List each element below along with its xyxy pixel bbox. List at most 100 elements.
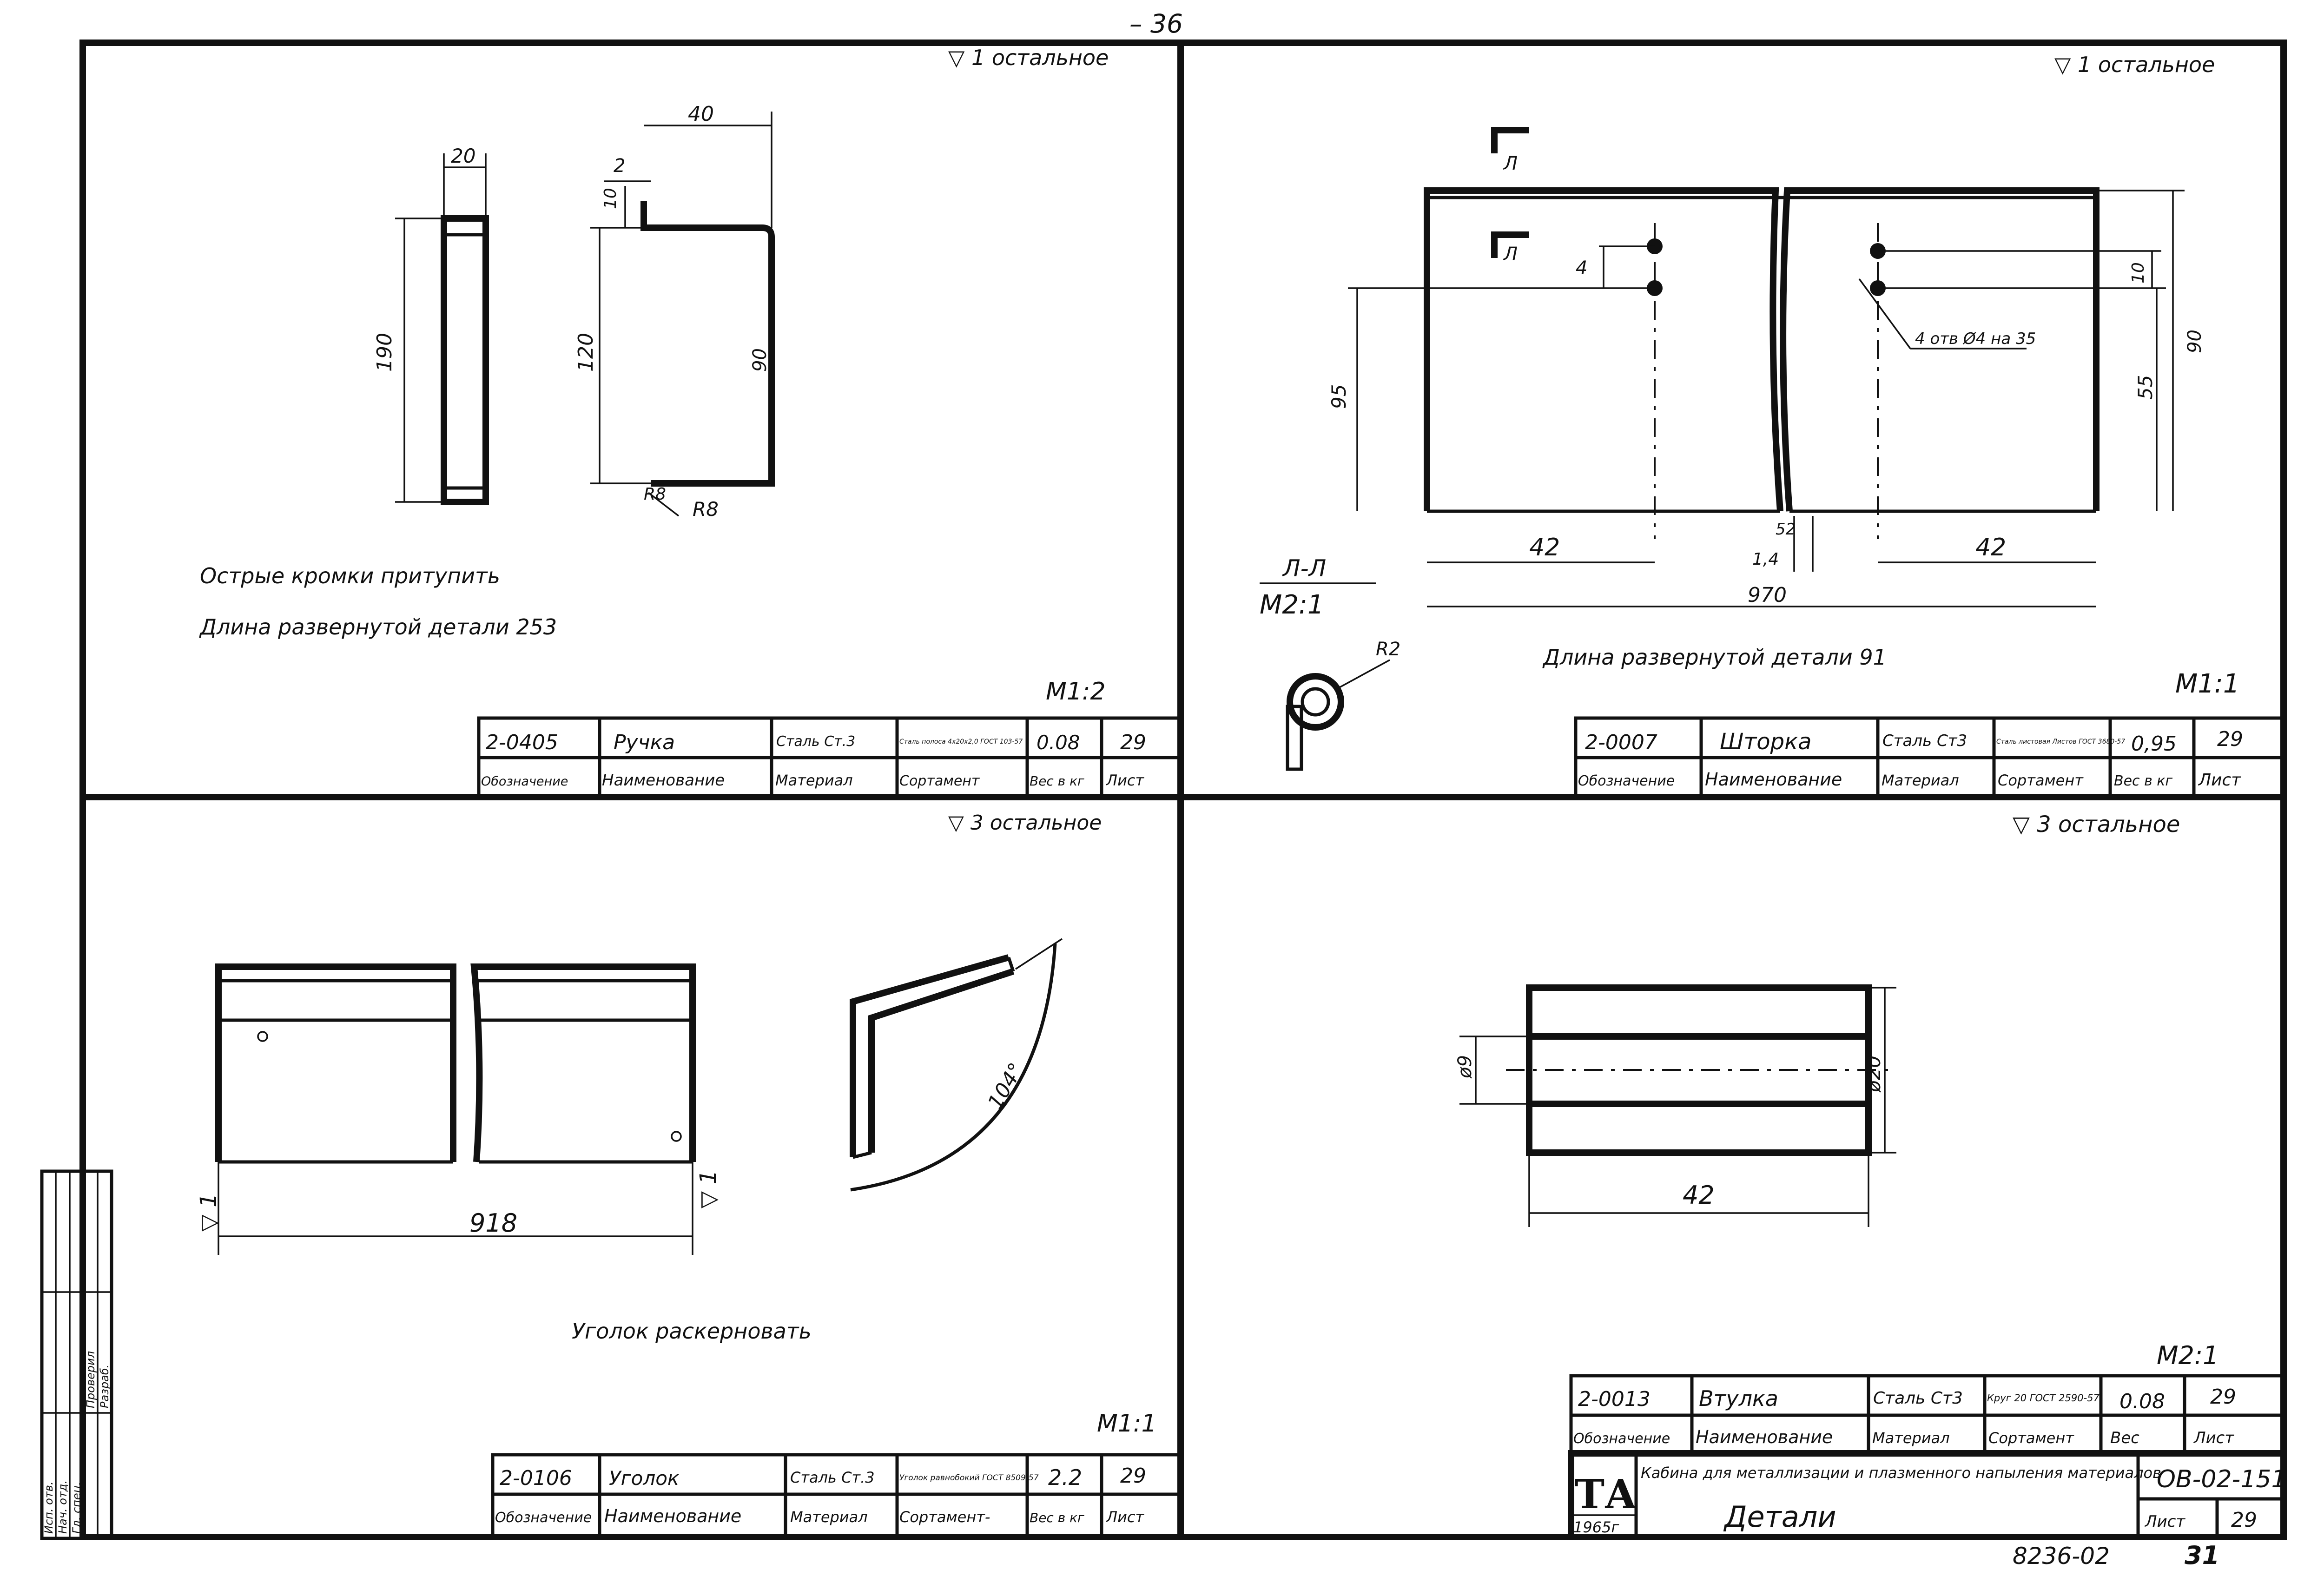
handle-roughness: ▽ 1 остальное [948,45,1109,70]
curtain-table-assortment: Сталь листовая Листов ГОСТ 3680-57 [1996,738,2125,745]
curtain-dim-90: 90 [2184,330,2205,353]
curtain-hole-callout: 4 отв Ø4 на 35 [1915,330,2036,348]
margin-stamp-3: Гл. спец. [70,1482,83,1534]
curtain-dim-42-left: 42 [1529,534,1560,561]
curtain-scale: М1:1 [2175,669,2239,699]
angle-table-material: Сталь Ст.3 [790,1469,875,1486]
bushing-table-material: Сталь Ст3 [1873,1389,1963,1408]
angle-table-name: Уголок [609,1467,680,1490]
angle-body-right [470,963,696,1162]
handle-dim-10: 10 [601,188,620,209]
curtain-roughness: ▽ 1 остальное [2054,52,2215,77]
handle-table-number: 2-0405 [486,731,558,754]
angle-th-4: Сортамент- [899,1508,990,1526]
curtain-dim-970: 970 [1748,583,1787,607]
handle-dim-90: 90 [749,348,771,372]
title-code: ОВ-02-151 [2157,1465,2287,1493]
angle-note: Уголок раскерновать [572,1319,812,1344]
panel-handle: ▽ 1 остальное 20 190 40 2 10 120 90 [199,45,1182,799]
curtain-plate-right [1780,187,2100,512]
curtain-th-2: Наименование [1705,769,1842,790]
angle-spec-table: 2-0106 Уголок Сталь Ст.3 Уголок равнобок… [491,1453,1182,1539]
angle-th-1: Обозначение [495,1510,592,1526]
handle-th-5: Вес в кг [1030,773,1084,789]
handle-table-name: Ручка [614,731,675,754]
handle-dim-40: 40 [688,102,714,126]
angle-th-3: Материал [790,1508,868,1526]
bushing-dim-42: 42 [1683,1181,1715,1210]
margin-stamp-4: Проверил [84,1351,97,1408]
curtain-plate-left [1424,187,1783,512]
panel-angle: ▽ 3 остальное 918 ▽ 1 ▽ 1 104° Уголок ра… [196,811,1182,1539]
handle-note-1: Острые кромки притупить [200,563,500,588]
handle-th-4: Сортамент [899,773,980,789]
curtain-dim-1-4: 1,4 [1752,550,1779,569]
bushing-scale: М2:1 [2157,1341,2219,1370]
title-logo: ТА [1575,1471,1637,1518]
handle-dim-20: 20 [451,145,475,167]
curtain-dim-42-right: 42 [1975,534,2006,561]
curtain-table-name: Шторка [1720,729,1812,755]
bushing-wall-top [1526,984,1872,1040]
handle-strip-view [441,215,489,505]
handle-dim-120: 120 [574,333,598,372]
curtain-dim-55: 55 [2134,375,2157,400]
title-subtitle: Детали [1723,1500,1836,1534]
curtain-section-scale: М2:1 [1260,590,1324,620]
angle-table-number: 2-0106 [500,1466,572,1490]
angle-table-assortment: Уголок равнобокий ГОСТ 8509-57 [899,1473,1039,1483]
bushing-th-3: Материал [1872,1429,1950,1447]
bushing-dim-d9: ø9 [1454,1055,1476,1079]
curtain-table-weight: 0,95 [2131,732,2177,756]
title-year: 1965г [1573,1518,1619,1536]
bushing-table-sheet: 29 [2210,1385,2236,1409]
title-block: ТА 1965г Кабина для металлизации и плазм… [1568,1450,2287,1540]
angle-dim-104: 104° [983,1059,1028,1113]
title-project: Кабина для металлизации и плазменного на… [1641,1464,2161,1482]
curtain-table-material: Сталь Ст3 [1882,732,1967,750]
handle-table-sheet: 29 [1120,731,1146,754]
angle-mark-right: ▽ 1 [695,1170,721,1208]
handle-dim-r8-b: R8 [693,498,719,521]
curtain-section-mark-1: Л [1503,153,1518,174]
margin-stamp-2: Нач. отд. [56,1480,69,1534]
bushing-th-2: Наименование [1696,1427,1833,1447]
panel-curtain: ▽ 1 остальное Л Л 95 4 10 90 [1260,52,2285,799]
handle-th-2: Наименование [602,771,725,790]
angle-body-left [215,963,456,1162]
handle-dim-r8-a: R8 [644,485,666,504]
angle-th-6: Лист [1106,1508,1144,1526]
angle-dim-918: 918 [469,1208,517,1238]
margin-stamp-5: Разраб. [98,1365,111,1408]
curtain-dim-95: 95 [1327,384,1350,409]
angle-th-2: Наименование [604,1506,741,1526]
bushing-body [1526,984,1872,1156]
sheet-bottom-page: 31 [2185,1541,2219,1570]
handle-scale: М1:2 [1046,678,1106,706]
bushing-spec-table: 2-0013 Втулка Сталь Ст3 Круг 20 ГОСТ 259… [1569,1374,2285,1455]
curtain-table-number: 2-0007 [1585,731,1657,754]
sheet-top-number: – 36 [1129,9,1183,39]
curtain-th-3: Материал [1882,772,1959,789]
angle-mark-left: ▽ 1 [196,1193,222,1232]
curtain-dim-52: 52 [1776,520,1796,539]
curtain-th-6: Лист [2198,771,2241,790]
bushing-table-weight: 0.08 [2119,1390,2165,1413]
sheet-frame [79,40,2287,1540]
handle-profile [640,201,775,487]
curtain-section-title: Л-Л [1282,555,1326,582]
curtain-table-sheet: 29 [2217,727,2243,751]
bushing-dim-d20: ø20 [1862,1055,1885,1093]
bushing-th-5: Вес [2110,1429,2139,1447]
bushing-roughness: ▽ 3 остальное [2013,811,2180,838]
bushing-th-6: Лист [2193,1429,2234,1447]
handle-table-material: Сталь Ст.3 [776,733,855,750]
bushing-table-assortment: Круг 20 ГОСТ 2590-57 [1987,1392,2100,1404]
curtain-dim-4: 4 [1576,257,1587,279]
title-sheet-number: 29 [2231,1508,2257,1532]
margin-stamp: Исп. отв. Нач. отд. Гл. спец. Проверил Р… [40,1169,113,1540]
handle-dim-2: 2 [614,155,625,177]
handle-th-6: Лист [1106,772,1144,789]
curtain-spec-table: 2-0007 Шторка Сталь Ст3 Сталь листовая Л… [1574,716,2285,799]
